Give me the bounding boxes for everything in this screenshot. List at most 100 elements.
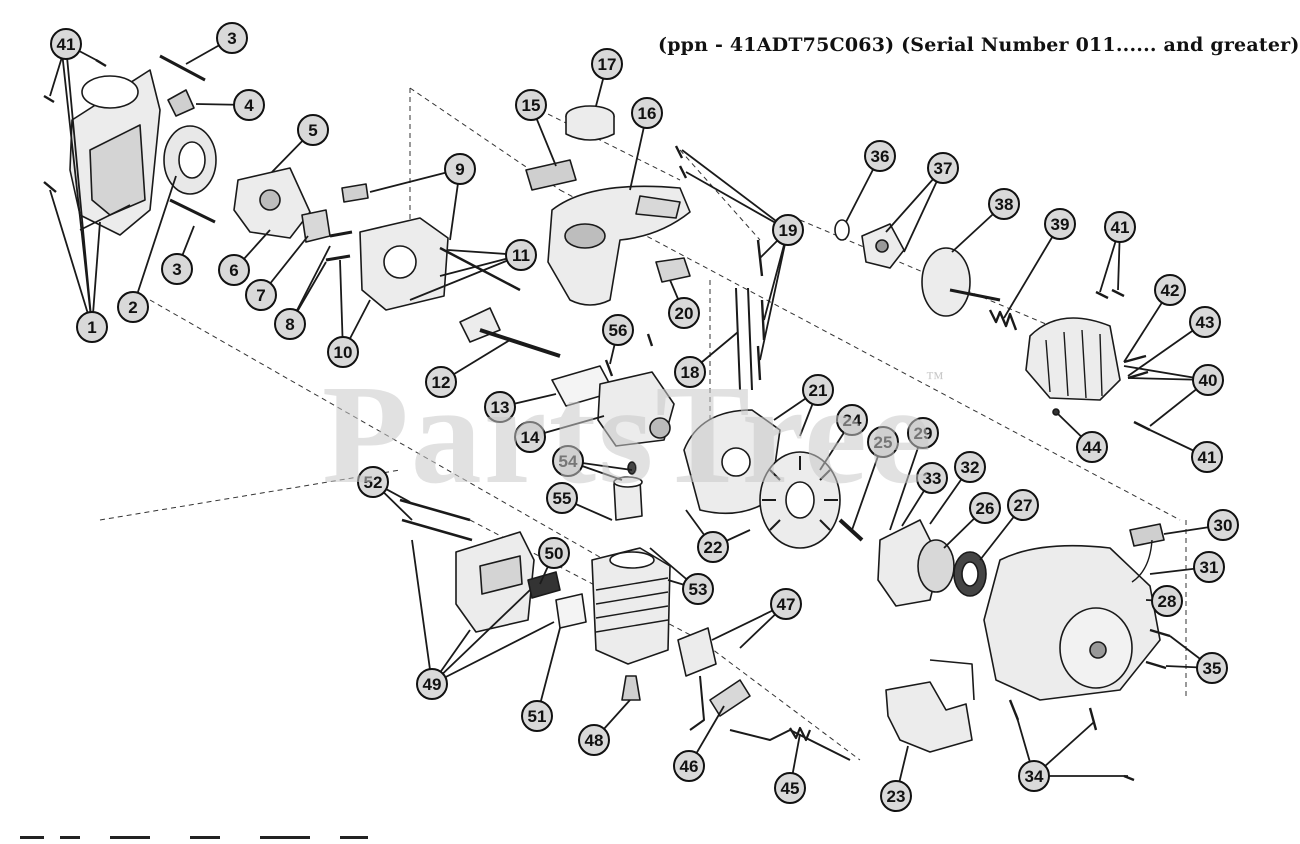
part-gasket-disk-hole bbox=[178, 141, 206, 179]
callout-23: 23 bbox=[880, 780, 912, 812]
callout-number: 15 bbox=[522, 96, 541, 115]
callout-number: 10 bbox=[334, 343, 353, 362]
callout-circle bbox=[1193, 551, 1225, 583]
footer-dash bbox=[60, 836, 80, 839]
callout-number: 34 bbox=[1025, 767, 1044, 786]
callout-circle bbox=[161, 253, 193, 285]
callout-number: 29 bbox=[914, 424, 933, 443]
callout-number: 43 bbox=[1196, 313, 1215, 332]
callout-8: 8 bbox=[274, 308, 306, 340]
callout-number: 44 bbox=[1083, 438, 1102, 457]
part-housing-rear bbox=[69, 69, 161, 236]
part-screws-52 bbox=[399, 498, 473, 542]
part-recoil-housing bbox=[983, 544, 1161, 701]
callout-37: 37 bbox=[927, 152, 959, 184]
callout-54: 54 bbox=[552, 445, 584, 477]
callout-53: 53 bbox=[682, 573, 714, 605]
callout-number: 50 bbox=[545, 544, 564, 563]
callout-number: 32 bbox=[961, 458, 980, 477]
callout-17: 17 bbox=[591, 48, 623, 80]
callout-circle bbox=[591, 48, 623, 80]
part-bracket-20 bbox=[655, 257, 691, 283]
parts-drawing bbox=[43, 54, 1187, 782]
callout-47: 47 bbox=[770, 588, 802, 620]
callout-circle bbox=[927, 152, 959, 184]
callout-1: 1 bbox=[76, 311, 108, 343]
callout-circle bbox=[772, 214, 804, 246]
callout-31: 31 bbox=[1193, 551, 1225, 583]
callout-number: 41 bbox=[1111, 218, 1130, 237]
part-washer-36 bbox=[834, 219, 850, 241]
part-lower-bracket bbox=[885, 659, 975, 753]
callout-number: 33 bbox=[923, 469, 942, 488]
callout-circle bbox=[274, 308, 306, 340]
part-screw-upper bbox=[159, 54, 206, 82]
callout-56: 56 bbox=[602, 314, 634, 346]
callout-leader-line bbox=[65, 45, 93, 328]
part-shaft-25 bbox=[838, 518, 864, 542]
callout-3: 3 bbox=[216, 22, 248, 54]
part-ignition-coil bbox=[677, 627, 717, 731]
callout-number: 35 bbox=[1203, 659, 1222, 678]
callout-circle bbox=[245, 279, 277, 311]
callout-number: 49 bbox=[423, 675, 442, 694]
callout-circle bbox=[916, 462, 948, 494]
callout-leader-line bbox=[681, 149, 789, 231]
callout-number: 21 bbox=[809, 381, 828, 400]
callout-circle bbox=[774, 772, 806, 804]
callout-number: 19 bbox=[779, 221, 798, 240]
callout-number: 46 bbox=[680, 757, 699, 776]
callout-16: 16 bbox=[631, 97, 663, 129]
callout-circle bbox=[1151, 585, 1183, 617]
callout-48: 48 bbox=[578, 724, 610, 756]
callout-circle bbox=[880, 780, 912, 812]
callout-number: 36 bbox=[871, 147, 890, 166]
callout-52: 52 bbox=[357, 466, 389, 498]
callout-number: 38 bbox=[995, 195, 1014, 214]
part-intake-14 bbox=[597, 371, 675, 447]
callout-6: 6 bbox=[218, 254, 250, 286]
callout-circle bbox=[297, 114, 329, 146]
callout-12: 12 bbox=[425, 366, 457, 398]
callout-circle bbox=[538, 537, 570, 569]
part-flywheel bbox=[759, 451, 841, 549]
footer-dash bbox=[20, 836, 44, 839]
footer-dash bbox=[340, 836, 368, 839]
callout-36: 36 bbox=[864, 140, 896, 172]
callout-number: 51 bbox=[528, 707, 547, 726]
callout-number: 47 bbox=[777, 595, 796, 614]
callout-circle bbox=[1104, 211, 1136, 243]
callout-leader-line bbox=[685, 171, 789, 231]
part-clutch bbox=[877, 519, 955, 607]
callout-number: 41 bbox=[1198, 448, 1217, 467]
callout-circle bbox=[867, 426, 899, 458]
part-fuel-cap bbox=[565, 105, 615, 141]
callout-41: 41 bbox=[50, 28, 82, 60]
callout-41: 41 bbox=[1191, 441, 1223, 473]
footer-rule bbox=[0, 832, 1280, 844]
callout-35: 35 bbox=[1196, 652, 1228, 684]
callout-circle bbox=[673, 750, 705, 782]
part-nut-44 bbox=[1052, 408, 1060, 416]
callout-number: 23 bbox=[887, 787, 906, 806]
callout-number: 5 bbox=[308, 121, 317, 140]
part-clip bbox=[167, 89, 195, 117]
callout-circle bbox=[1076, 431, 1108, 463]
callout-circle bbox=[552, 445, 584, 477]
callout-number: 11 bbox=[512, 246, 530, 265]
callout-24: 24 bbox=[836, 404, 868, 436]
callout-circle bbox=[697, 531, 729, 563]
part-spring-39 bbox=[988, 309, 1018, 331]
callout-circle bbox=[1196, 652, 1228, 684]
callout-circle bbox=[327, 336, 359, 368]
callout-number: 52 bbox=[364, 473, 383, 492]
part-carburetor bbox=[233, 167, 331, 243]
callout-number: 55 bbox=[553, 489, 572, 508]
callout-34: 34 bbox=[1018, 760, 1050, 792]
callout-55: 55 bbox=[546, 482, 578, 514]
callout-circle bbox=[357, 466, 389, 498]
part-gear-housing bbox=[1025, 317, 1121, 401]
callout-circle bbox=[907, 417, 939, 449]
callout-3: 3 bbox=[161, 253, 193, 285]
diagram-header: (ppn - 41ADT75C063) (Serial Number 011..… bbox=[658, 34, 1300, 56]
